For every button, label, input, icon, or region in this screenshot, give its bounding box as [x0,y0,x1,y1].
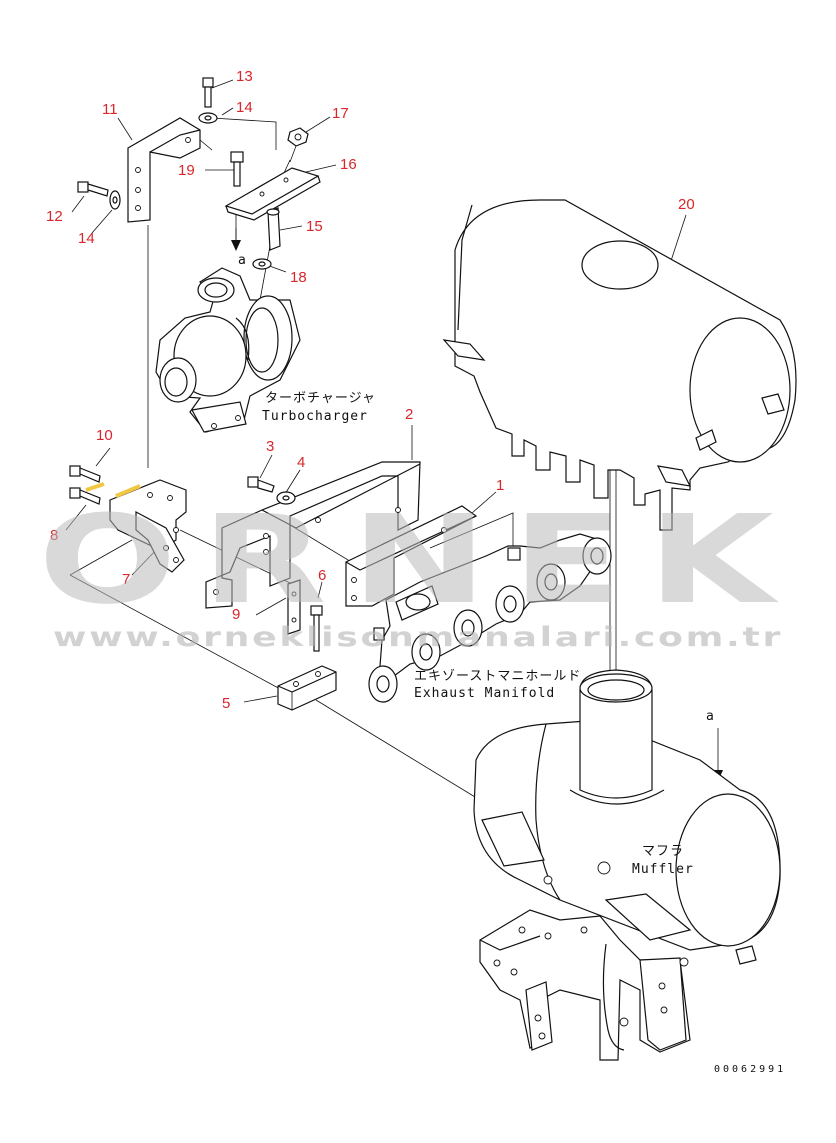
callout-16: 16 [340,156,357,173]
nut-17 [287,127,309,163]
highlight-marks [85,482,141,498]
bracket-11 [127,117,201,223]
callout-15: 15 [306,218,323,235]
callout-2: 2 [405,406,413,423]
washer-14-left [109,190,121,210]
bolt-19 [230,151,244,187]
callout-18: 18 [290,269,307,286]
callout-14-top: 14 [236,99,253,116]
callout-12: 12 [46,208,63,225]
callout-14-left: 14 [78,230,95,247]
manifold-label-en: Exhaust Manifold [414,686,555,701]
turbocharger-label-jp: ターボチャージャ [265,391,376,406]
watermark: ORNEK www.orneklisonmanalari.com.tr [38,489,798,653]
bolt-3 [247,476,275,493]
callout-20: 20 [678,196,695,213]
muffler-label-en: Muffler [632,862,694,877]
turbocharger-label-en: Turbocharger [262,409,368,424]
manifold-label-jp: エキゾーストマニホールド [414,669,581,684]
muffler-mount [479,875,757,1061]
exhaust-manifold [368,533,612,703]
callout-6: 6 [318,567,326,584]
callout-7: 7 [122,571,130,588]
spacer-5 [277,665,337,711]
drawing-code: 00062991 [714,1064,786,1075]
watermark-url: www.orneklisonmanalari.com.tr [53,622,783,653]
bolt-10 [69,465,101,483]
stud-15 [266,207,281,251]
heat-shield-20 [442,199,797,531]
bolt-12 [77,181,109,197]
washer-4 [276,491,296,505]
bracket-16 [224,167,321,221]
bracket-2 [205,461,421,609]
callout-4: 4 [297,454,305,471]
callout-13: 13 [236,68,253,85]
callout-3: 3 [266,438,274,455]
callout-8: 8 [50,527,58,544]
bolt-8 [69,487,101,505]
turbocharger [155,267,301,433]
bolt-13 [202,77,214,108]
plate-9 [287,579,301,635]
ref-a-top: a [238,253,247,268]
callout-1: 1 [496,477,504,494]
callout-numbers: 13 14 11 17 16 19 12 14 15 18 20 2 10 3 … [46,68,695,712]
watermark-brand: ORNEK [38,489,798,631]
bracket-1 [345,505,478,607]
callout-11: 11 [102,101,118,118]
ref-a-right: a [706,709,715,724]
washer-14-top [198,112,218,124]
callout-10: 10 [96,427,113,444]
bolt-6 [310,605,323,652]
callout-17: 17 [332,105,349,122]
bracket-7 [135,511,185,573]
callout-19: 19 [178,162,195,179]
callout-5: 5 [222,695,230,712]
muffler-label-jp: マフラ [642,844,684,859]
washer-18 [252,258,272,270]
callout-9: 9 [232,606,240,623]
muffler [473,669,781,951]
